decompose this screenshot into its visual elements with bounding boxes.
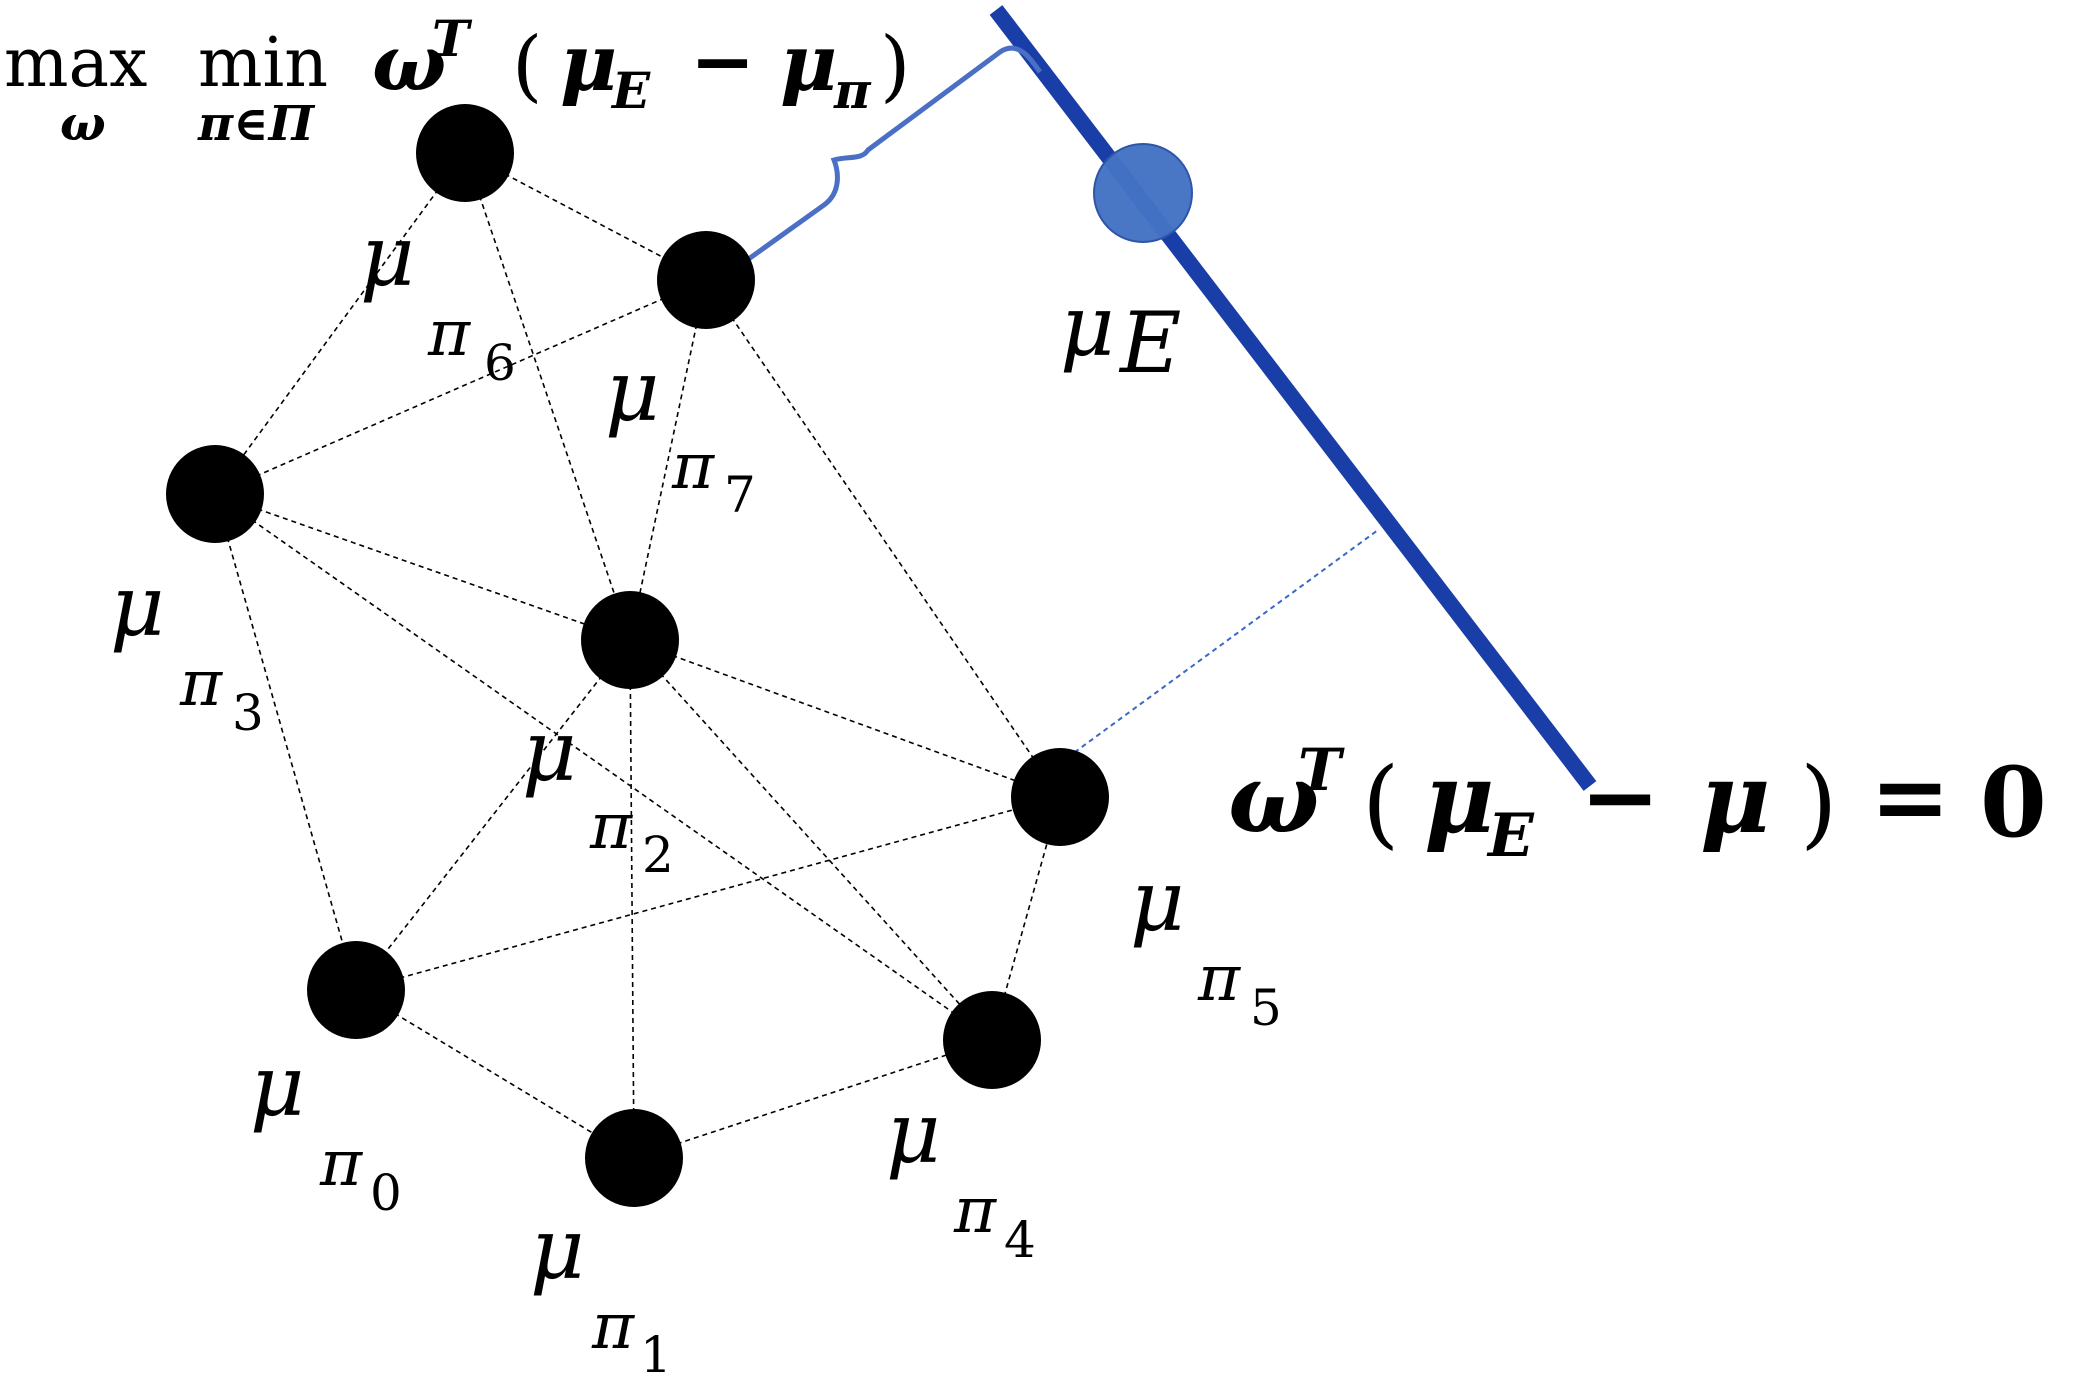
policy-label-index: 5 <box>1250 979 1282 1037</box>
equation-zero: 0 <box>1980 746 2047 859</box>
edge-p3-p2 <box>214 493 631 641</box>
expert-point-label: μ E <box>1060 277 1181 392</box>
policy-label-index: 3 <box>232 684 264 742</box>
expert-point-marker <box>1093 143 1193 243</box>
edge-p6-p2 <box>464 152 631 641</box>
policy-point-7 <box>657 231 755 329</box>
policy-label-mu: μ <box>360 207 415 305</box>
objective-open-paren: ( <box>512 21 542 111</box>
policy-label-pi: π <box>953 1174 997 1248</box>
policy-label-mu: μ <box>605 342 660 440</box>
hyperplane-equation: ω T ( μ E − μ ) = 0 <box>1228 736 2047 871</box>
objective-mu-pi-subscript: π <box>833 61 872 120</box>
policy-label-pi: π <box>671 430 715 504</box>
objective-min-subscript: π∈Π <box>197 96 316 152</box>
policy-label-mu: μ <box>1130 852 1185 950</box>
hyperplane-line <box>989 5 1597 791</box>
equation-minus: − <box>1580 740 1660 853</box>
policy-label-mu: μ <box>530 1200 585 1298</box>
equation-close-paren: ) <box>1800 747 1837 859</box>
equation-mu-e: μ <box>1424 742 1494 855</box>
edge-p6-p3 <box>214 152 466 495</box>
edge-p7-p2 <box>629 279 707 641</box>
policy-label-pi: π <box>427 297 471 371</box>
policy-label-index: 6 <box>484 334 516 392</box>
objective-minus: − <box>690 16 755 107</box>
policy-point-5 <box>1011 748 1109 846</box>
edge-p0-p5 <box>355 796 1061 991</box>
policy-label-pi: π <box>319 1127 363 1201</box>
expert-mu-symbol: μ <box>1060 277 1115 375</box>
edge-p2-p1 <box>629 639 635 1159</box>
edge-p2-p4 <box>629 639 993 1041</box>
policy-label-pi: π <box>1197 942 1241 1016</box>
policy-label-mu: μ <box>110 557 165 655</box>
policy-edges <box>214 152 1061 1159</box>
objective-close-paren: ) <box>880 21 910 111</box>
objective-min: min <box>198 24 328 103</box>
edge-p2-p5 <box>629 639 1061 798</box>
equation-open-paren: ( <box>1362 747 1399 859</box>
equation-equals: = <box>1870 740 1950 853</box>
equation-omega: ω <box>1228 742 1319 855</box>
policy-label-mu: μ <box>886 1084 941 1182</box>
objective-mu-pi: μ <box>780 18 837 109</box>
policy-label-index: 7 <box>724 466 756 524</box>
policy-point-2 <box>581 591 679 689</box>
policy-label-mu: μ <box>250 1037 305 1135</box>
policy-label-index: 0 <box>370 1164 402 1222</box>
policy-label-index: 2 <box>642 826 674 884</box>
policy-label-index: 4 <box>1004 1211 1036 1269</box>
objective-mu-e-subscript: E <box>610 61 651 120</box>
objective-max-subscript: ω <box>60 96 106 152</box>
equation-transpose: T <box>1298 736 1345 804</box>
policy-label-mu: μ <box>522 702 577 800</box>
objective-transpose: T <box>432 9 473 68</box>
edge-p7-p5 <box>705 279 1061 798</box>
policy-label-pi: π <box>179 647 223 721</box>
policy-point-1 <box>585 1109 683 1207</box>
objective-omega: ω <box>372 18 446 109</box>
policy-label-pi: π <box>591 1290 635 1364</box>
edge-p2-p0 <box>355 639 631 991</box>
policy-label-pi: π <box>589 790 633 864</box>
edge-p3-p0 <box>214 493 357 991</box>
policy-point-0 <box>307 941 405 1039</box>
policy-points <box>166 104 1109 1207</box>
policy-point-6 <box>416 104 514 202</box>
objective-formula: max ω min π∈Π ω T ( μ E − μ π ) <box>4 9 910 152</box>
policy-label-index: 1 <box>640 1326 672 1384</box>
equation-mu-e-subscript: E <box>1486 801 1535 871</box>
projection-line <box>1059 529 1379 764</box>
edge-p0-p1 <box>355 989 635 1159</box>
policy-point-3 <box>166 445 264 543</box>
equation-mu: μ <box>1700 742 1770 855</box>
expert-mu-subscript: E <box>1118 294 1181 392</box>
objective-mu-e: μ <box>560 18 617 109</box>
policy-point-4 <box>943 991 1041 1089</box>
objective-max: max <box>4 24 147 103</box>
